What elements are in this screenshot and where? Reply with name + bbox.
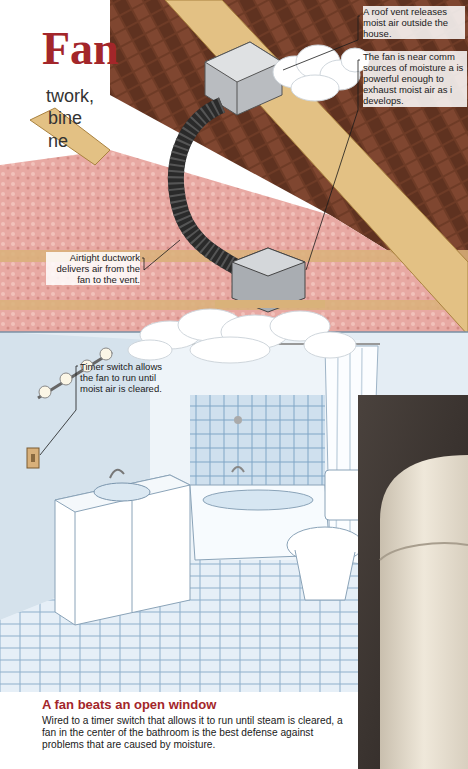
shower-tiles (190, 395, 325, 485)
steam-cloud (304, 332, 356, 358)
title-fragment: ne (48, 131, 68, 152)
title-fragment: bine (48, 108, 82, 129)
caption-band (0, 692, 358, 769)
timer-switch (31, 454, 35, 462)
title: Fan (42, 26, 119, 72)
fan-cover-photo (358, 395, 468, 769)
leader-line (142, 240, 180, 270)
callout-text: Airtight ductwork delivers air from the … (46, 252, 140, 285)
attic-insulation (0, 300, 468, 310)
vanity (55, 475, 190, 625)
timer-switch (27, 448, 39, 468)
timer-switch (27, 448, 39, 468)
rafter (165, 0, 468, 335)
rafter (30, 0, 468, 335)
vanity (110, 470, 124, 478)
fan-housing (232, 248, 305, 276)
fan-cover-photo (380, 543, 468, 560)
caption: Wired to a timer switch that allows it t… (42, 715, 354, 752)
flexible-duct (176, 105, 238, 268)
flexible-duct (176, 105, 238, 268)
vanity (94, 483, 150, 501)
leader-line (306, 60, 360, 270)
leader-line (40, 16, 360, 455)
callout-text: Timer switch allows the fan to run until… (80, 361, 162, 394)
shower-curtain (145, 344, 380, 565)
light-bar (39, 386, 51, 398)
vanity (55, 470, 190, 625)
rafter (30, 108, 110, 165)
leader-line (283, 16, 360, 70)
caption-heading: A fan beats an open window (42, 697, 358, 712)
bathtub (232, 467, 244, 472)
bathtub (234, 416, 242, 424)
title-fragment: twork, (46, 86, 94, 107)
vanity (132, 500, 133, 612)
fan-cover-photo (380, 455, 468, 769)
steam-cloud (291, 75, 339, 101)
roof-vent (205, 42, 282, 82)
caption-band (0, 692, 358, 769)
roof-vent (237, 82, 238, 115)
fan-housing (215, 248, 325, 312)
callout-text: The fan is near comm sources of moisture… (363, 51, 467, 107)
toilet (287, 470, 365, 600)
steam-cloud (190, 337, 270, 363)
steam-cloud (128, 340, 172, 360)
flexible-duct (176, 105, 238, 268)
shower-tiles (190, 395, 325, 485)
toilet (295, 550, 355, 600)
fan-housing (215, 300, 325, 308)
callout-text: A roof vent releases moist air outside t… (363, 6, 465, 39)
fan-cover-photo (358, 395, 468, 769)
leader-line (40, 366, 78, 455)
steam-cloud (128, 45, 369, 363)
light-bar (60, 373, 72, 385)
vanity (75, 512, 76, 625)
vanity (55, 475, 190, 512)
bathtub (203, 490, 313, 510)
light-bar (100, 348, 112, 360)
